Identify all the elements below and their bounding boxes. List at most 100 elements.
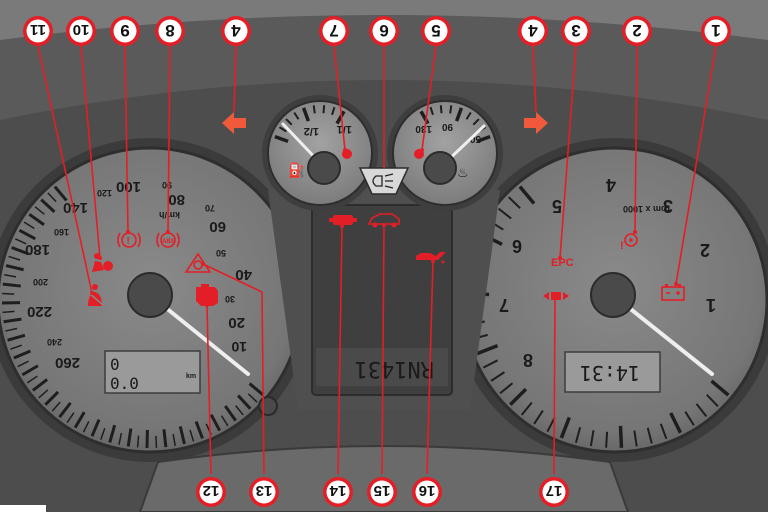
- dial-tick: [322, 105, 326, 114]
- svg-text:!: !: [620, 240, 624, 252]
- speed-minor-label: 90: [162, 180, 172, 190]
- temp-gauge: 130 90 50 ♨: [387, 95, 503, 211]
- dial-tick: [34, 206, 45, 215]
- dial-tick: [23, 221, 35, 230]
- dial-tick: [40, 198, 56, 213]
- dial-tick: [335, 110, 346, 125]
- dial-tick: [605, 431, 609, 448]
- dial-tick: [136, 435, 140, 448]
- dial-tick: [509, 387, 528, 406]
- speed-minor-labels: 30 50 70 90 120 160 200 240: [33, 180, 235, 347]
- callout-12: 12: [196, 477, 226, 507]
- trip-reset-knob[interactable]: [258, 396, 278, 416]
- dial-tick: [5, 264, 24, 272]
- fuel-label: 1/2: [304, 125, 319, 137]
- steering-warning-icon: !: [620, 233, 638, 252]
- callout-number: 7: [329, 21, 338, 40]
- dial-tick: [5, 327, 18, 332]
- callout-number: 16: [419, 482, 436, 499]
- dial-tick: [3, 317, 22, 324]
- dial-tick: [499, 382, 514, 395]
- speedometer: km/h 10 20 40 60 80 100 140 180 220 260 …: [0, 138, 312, 462]
- speed-label: 60: [209, 218, 226, 235]
- callout-10: 10: [66, 16, 96, 46]
- temp-label: 50: [469, 133, 481, 144]
- speed-unit: km/h: [159, 210, 180, 220]
- fuel-hub: [307, 151, 341, 185]
- speed-minor-label: 200: [33, 277, 48, 287]
- dial-tick: [710, 379, 730, 397]
- callout-number: 15: [374, 482, 391, 499]
- callout-number: 5: [431, 21, 440, 40]
- dial-tick: [66, 412, 75, 424]
- speed-label: 40: [235, 266, 252, 283]
- temp-label: 90: [441, 121, 453, 132]
- speed-label: 260: [55, 354, 80, 371]
- callout-number: 8: [165, 21, 174, 40]
- callout-13: 13: [249, 477, 279, 507]
- speed-label: 220: [27, 303, 52, 320]
- dial-tick: [21, 364, 39, 377]
- callout-2: 2: [622, 16, 652, 46]
- callout-line-dots: [90, 148, 678, 307]
- dial-tick: [439, 105, 443, 114]
- odometer-display: [104, 350, 201, 394]
- dial-tick: [278, 126, 287, 133]
- callout-14: 14: [323, 477, 353, 507]
- dial-tick: [559, 416, 571, 439]
- dial-tick: [11, 246, 29, 256]
- speed-label: 100: [116, 178, 141, 195]
- tacho-label: 6: [512, 236, 522, 256]
- dial-tick: [189, 429, 195, 442]
- dial-tick: [220, 415, 229, 427]
- dial-tick: [695, 403, 708, 418]
- dial-tick: [13, 349, 31, 360]
- dial-tick: [10, 344, 22, 350]
- dial-tick: [618, 425, 624, 448]
- speed-label: 140: [63, 199, 88, 216]
- center-lcd-text: RN1431: [355, 356, 434, 381]
- dial-tick: [312, 105, 316, 114]
- turn-right-arrow-icon: [524, 112, 548, 134]
- callout-4: 4: [518, 16, 548, 46]
- engine-warning-icon: [196, 284, 218, 306]
- dial-tick: [301, 107, 311, 122]
- dial-tick: [4, 274, 17, 278]
- speed-minor-label: 240: [47, 337, 62, 347]
- dial-tick: [546, 416, 556, 433]
- dial-tick: [237, 394, 252, 410]
- fuel-gauge: 1/2 1/1 ⛽: [262, 95, 378, 211]
- fuel-label: 1/1: [337, 123, 352, 135]
- tacho-label: 8: [523, 350, 533, 370]
- dial-tick: [209, 413, 221, 432]
- epc-warning-icon: EPC: [551, 257, 574, 269]
- dial-tick: [476, 344, 499, 356]
- odometer-top: 0: [110, 355, 120, 374]
- dial-tick: [126, 428, 133, 447]
- coolant-icon: ♨: [457, 165, 469, 180]
- dial-tick: [38, 389, 49, 399]
- callout-16: 16: [412, 477, 442, 507]
- dial-tick: [31, 378, 49, 392]
- dial-tick: [224, 405, 237, 422]
- dial-tick: [533, 410, 544, 425]
- dial-tick: [659, 423, 668, 440]
- seatbelt-warning-icon: [88, 284, 104, 306]
- dial-tick: [28, 213, 45, 226]
- dial-tick: [520, 401, 533, 416]
- dial-tick: [172, 433, 176, 446]
- battery-warning-icon: [661, 284, 685, 301]
- dial-tick: [633, 430, 638, 447]
- callout-number: 6: [379, 21, 388, 40]
- callout-number: 13: [256, 482, 273, 499]
- speed-minor-label: 160: [54, 227, 69, 237]
- callout-4: 4: [221, 16, 251, 46]
- door-open-warning-icon: [367, 213, 400, 228]
- clock-text: 14:31: [580, 361, 640, 385]
- temp-ticks: [419, 105, 491, 144]
- dial-tick: [285, 118, 293, 126]
- gearbox-warning-icon: [329, 215, 357, 225]
- dial-tick: [497, 207, 512, 220]
- tacho-unit: rpm x 1000: [623, 204, 670, 214]
- dial-tick: [669, 412, 683, 434]
